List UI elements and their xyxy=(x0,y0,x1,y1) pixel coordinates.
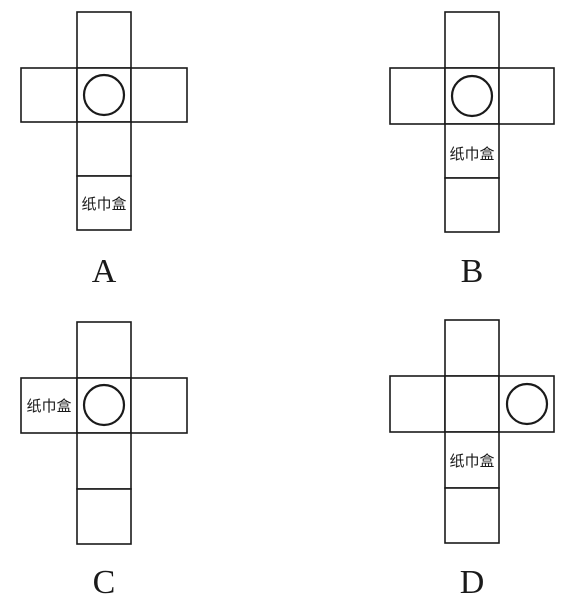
net-c-square-lower xyxy=(76,432,132,490)
net-c-box-label: 纸巾盒 xyxy=(26,397,71,415)
net-a-square-center xyxy=(76,67,132,123)
net-option-a: 纸巾盒 xyxy=(20,11,188,231)
net-c-square-top xyxy=(76,321,132,379)
net-d-square-lower xyxy=(444,431,500,489)
net-c-square-bottom xyxy=(76,488,132,545)
net-b-square-bottom xyxy=(444,177,500,233)
net-c-square-left xyxy=(20,377,78,434)
net-c-square-right xyxy=(130,377,188,434)
net-c-square-center xyxy=(76,377,132,434)
net-option-c: 纸巾盒 xyxy=(20,321,188,545)
net-option-d: 纸巾盒 xyxy=(389,319,555,544)
net-c-hole-circle xyxy=(82,383,126,427)
net-b-square-lower xyxy=(444,123,500,179)
net-b-square-left xyxy=(389,67,446,125)
net-b-square-right xyxy=(498,67,555,125)
net-d-square-center xyxy=(444,375,500,433)
net-a-square-top xyxy=(76,11,132,69)
option-d-letter: D xyxy=(460,564,485,601)
net-option-b: 纸巾盒 xyxy=(389,11,555,233)
net-d-square-top xyxy=(444,319,500,377)
net-a-square-bottom xyxy=(76,175,132,231)
option-a-letter: A xyxy=(92,253,117,290)
net-d-box-label: 纸巾盒 xyxy=(449,452,494,470)
net-a-hole-circle xyxy=(82,73,126,117)
net-a-square-right xyxy=(130,67,188,123)
net-d-square-bottom xyxy=(444,487,500,544)
net-a-square-lower xyxy=(76,121,132,177)
net-b-square-top xyxy=(444,11,500,69)
option-c-letter: C xyxy=(93,564,116,601)
net-a-box-label: 纸巾盒 xyxy=(81,195,126,213)
net-d-hole-circle xyxy=(505,382,549,426)
net-b-box-label: 纸巾盒 xyxy=(449,145,494,163)
net-d-square-right xyxy=(498,375,555,433)
net-a-square-left xyxy=(20,67,78,123)
net-b-hole-circle xyxy=(450,74,494,118)
option-b-letter: B xyxy=(461,253,484,290)
net-d-square-left xyxy=(389,375,446,433)
